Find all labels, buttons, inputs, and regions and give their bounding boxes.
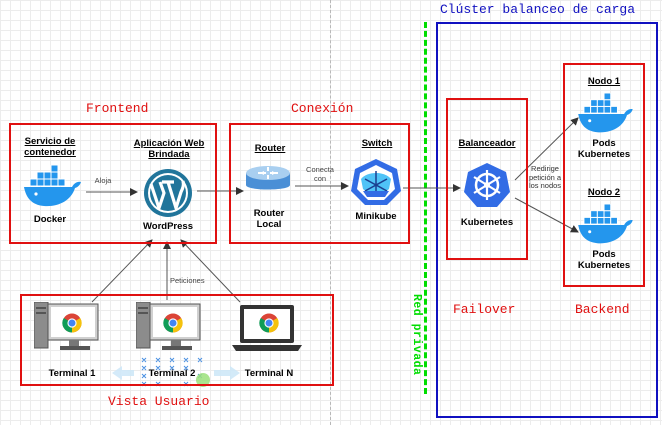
backend-label: Backend [575, 302, 630, 317]
balancer-label: Kubernetes [460, 217, 514, 228]
cursor-highlight [196, 373, 210, 387]
redirige-label: Redirige petición a los nodos [528, 164, 562, 191]
frontend-title: Frontend [86, 101, 149, 116]
node2-label: Pods Kubernetes [577, 249, 631, 271]
user-view-title: Vista Usuario [108, 394, 210, 409]
edge-terminal1 [91, 239, 153, 303]
docker-icon [22, 164, 82, 216]
peer-arrows [112, 366, 240, 380]
router-title: Router [254, 143, 286, 154]
node1-title: Nodo 1 [587, 76, 621, 87]
center-separator [330, 0, 331, 425]
switch-icon [349, 157, 403, 212]
cluster-title: Clúster balanceo de carga [440, 2, 636, 17]
kubernetes-icon [464, 162, 510, 213]
terminal1-desktop-icon [33, 301, 100, 359]
node1-docker-icon [575, 92, 635, 142]
node2-title: Nodo 2 [587, 187, 621, 198]
edge-balancer-node1 [514, 117, 579, 181]
balancer-title: Balanceador [458, 138, 516, 149]
edge-balancer-node2 [514, 197, 579, 233]
terminal1-chrome-icon [62, 313, 82, 338]
private-network-label: Red privada [410, 294, 423, 376]
edge-terminaln [180, 239, 241, 303]
balancer-box [446, 98, 528, 260]
user-view-box [20, 294, 334, 386]
node1-label: Pods Kubernetes [577, 138, 631, 160]
aloja-label: Aloja [94, 176, 112, 185]
connection-title: Conexión [291, 101, 354, 116]
frontend-box [9, 123, 217, 244]
switch-title: Switch [361, 138, 393, 149]
failover-label: Failover [453, 302, 516, 317]
conecta-label: Conecta con [306, 165, 334, 183]
terminaln-chrome-icon [259, 313, 279, 338]
node2-docker-icon [575, 203, 635, 253]
backend-box [563, 63, 645, 287]
terminaln-label: Terminal N [244, 368, 294, 379]
private-network-line [424, 22, 427, 394]
router-label: Router Local [253, 208, 285, 230]
terminal1-label: Terminal 1 [48, 368, 96, 379]
cluster-box [436, 22, 658, 418]
switch-label: Minikube [355, 211, 397, 222]
wordpress-icon [143, 168, 193, 223]
app-title: Aplicación Web Brindada [133, 138, 205, 160]
connection-box [229, 123, 410, 244]
router-icon [244, 163, 292, 200]
terminal2-label: Terminal 2 [148, 368, 196, 379]
docker-label: Docker [33, 214, 67, 225]
service-title: Servicio de contenedor [24, 136, 76, 158]
requests-label: Peticiones [170, 276, 205, 285]
terminal2-chrome-icon [163, 313, 183, 338]
wordpress-label: WordPress [143, 221, 193, 232]
